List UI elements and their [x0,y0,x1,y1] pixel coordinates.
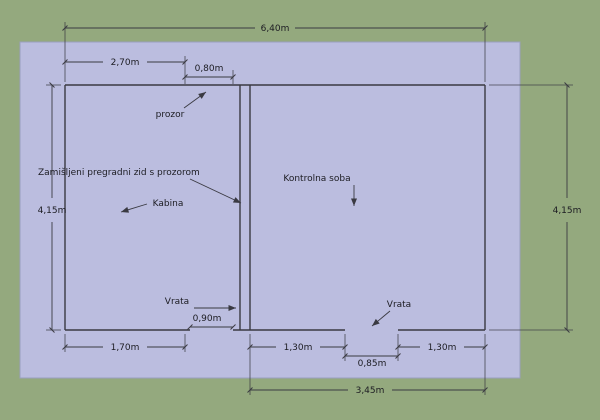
leader-lines [120,91,391,327]
dim-height-left: 4,15m [38,206,67,216]
label-window: prozor [156,110,185,120]
dim-left-door-width: 0,90m [193,314,222,324]
dim-right-bottom-left: 1,30m [284,343,313,353]
left-room-leader-arrow [120,203,148,213]
dim-window-width: 0,80m [195,64,224,74]
floor-area [19,41,521,379]
right-door-leader-arrow [371,310,391,327]
dim-left-room-top: 2,70m [111,58,140,68]
dim-right-bottom-right: 1,30m [428,343,457,353]
label-room-left: Kabina [153,199,184,209]
label-door-right: Vrata [387,300,411,310]
dim-left-room-bottom: 1,70m [111,343,140,353]
dim-total-width: 6,40m [261,24,290,34]
walls [64,84,486,331]
dim-height-right: 4,15m [553,206,582,216]
window-leader-arrow [183,91,207,109]
partition-leader-arrow [189,178,242,204]
label-room-right: Kontrolna soba [283,174,350,184]
dim-right-door-width: 0,85m [358,359,387,369]
dim-right-room-width: 3,45m [356,386,385,396]
label-door-left: Vrata [165,297,189,307]
label-partition-note: Zamišljeni pregradni zid s prozorom [38,167,200,178]
dimension-lines [49,25,570,393]
